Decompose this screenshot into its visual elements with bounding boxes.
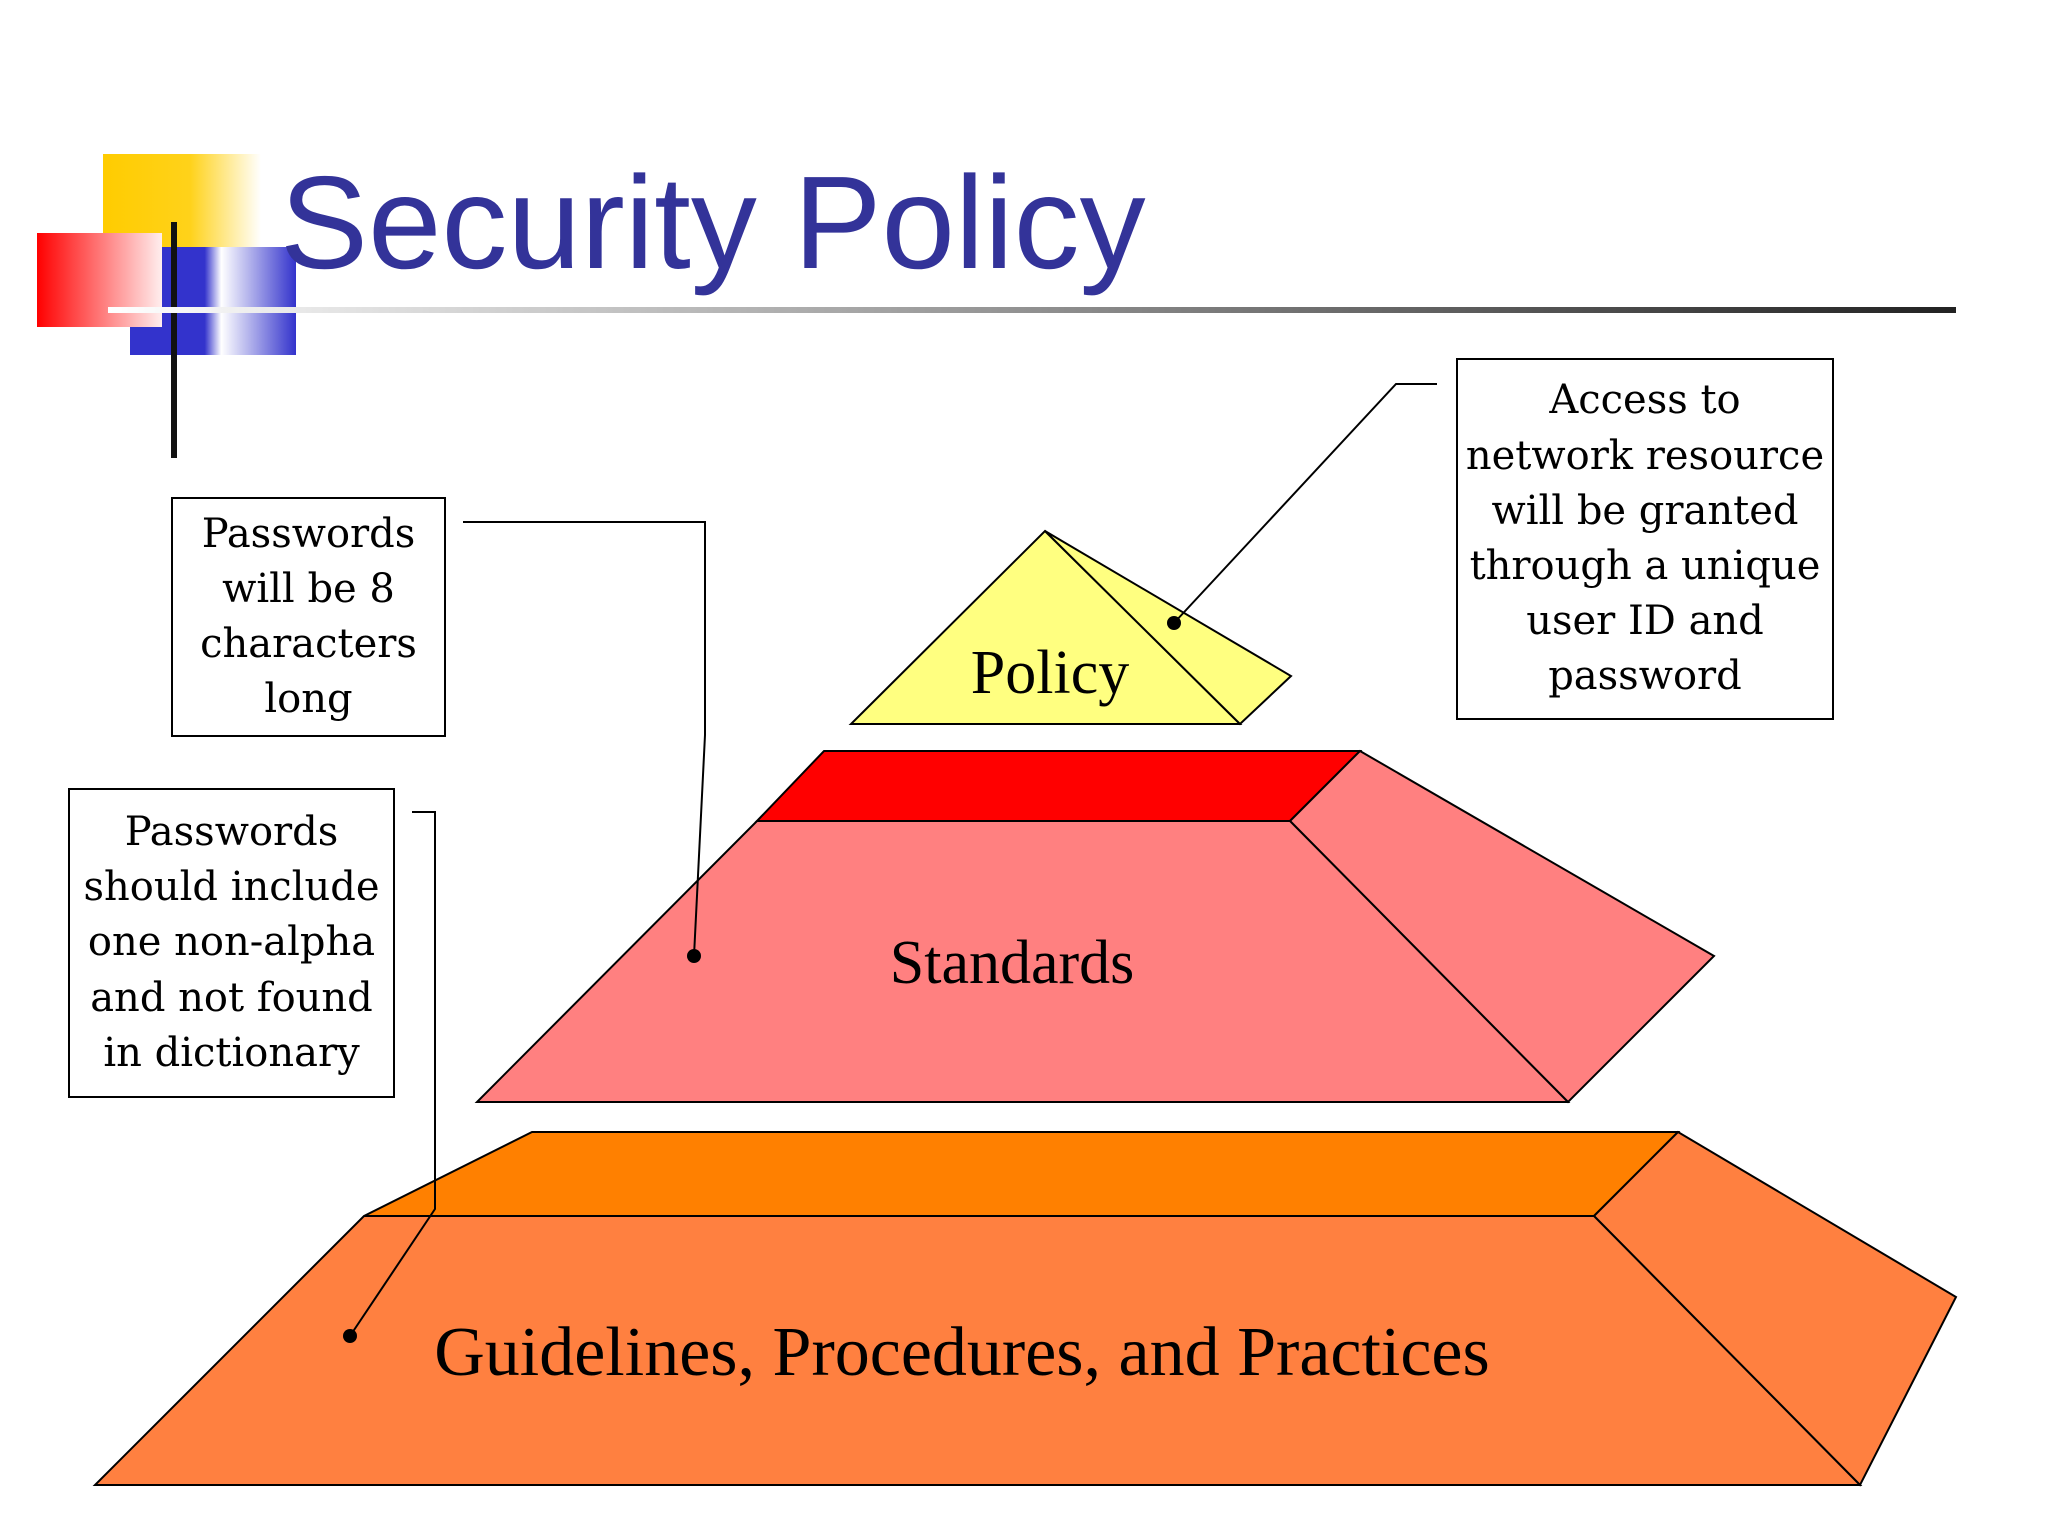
guidelines-callout-box: Passwords should include one non-alpha a… xyxy=(68,788,395,1098)
guidelines-leader-line xyxy=(349,811,436,1337)
standards-leader-line xyxy=(463,521,706,957)
tier-standards-top-face xyxy=(754,750,1363,822)
callout-connectors xyxy=(349,383,1437,1337)
slide-title: Security Policy xyxy=(280,149,1146,296)
tier-guidelines-top-face xyxy=(363,1131,1681,1217)
tier-standards: Standards xyxy=(474,749,1716,1104)
tier-policy-side-face xyxy=(1044,530,1293,726)
policy-callout-box: Access to network resource will be grant… xyxy=(1456,358,1834,720)
guidelines-callout-text: Passwords should include one non-alpha a… xyxy=(83,809,380,1076)
standards-leader-dot xyxy=(687,949,701,963)
title-underline xyxy=(108,307,1956,313)
tier-policy-label: Policy xyxy=(971,639,1129,707)
guidelines-leader-dot xyxy=(343,1329,357,1343)
tier-guidelines-label: Guidelines, Procedures, and Practices xyxy=(434,1314,1490,1391)
tier-standards-front-face xyxy=(474,820,1571,1103)
policy-leader-dot xyxy=(1167,616,1181,630)
slide-logo xyxy=(37,154,296,458)
standards-callout-box: Passwords will be 8 characters long xyxy=(171,497,446,737)
policy-leader-line xyxy=(1173,383,1437,624)
policy-callout-text: Access to network resource will be grant… xyxy=(1465,377,1825,700)
tier-policy: Policy xyxy=(848,529,1293,726)
standards-callout-text: Passwords will be 8 characters long xyxy=(200,510,417,723)
tier-standards-label: Standards xyxy=(890,929,1135,997)
tier-guidelines: Guidelines, Procedures, and Practices xyxy=(92,1130,1958,1487)
tier-guidelines-front-face xyxy=(92,1215,1863,1486)
